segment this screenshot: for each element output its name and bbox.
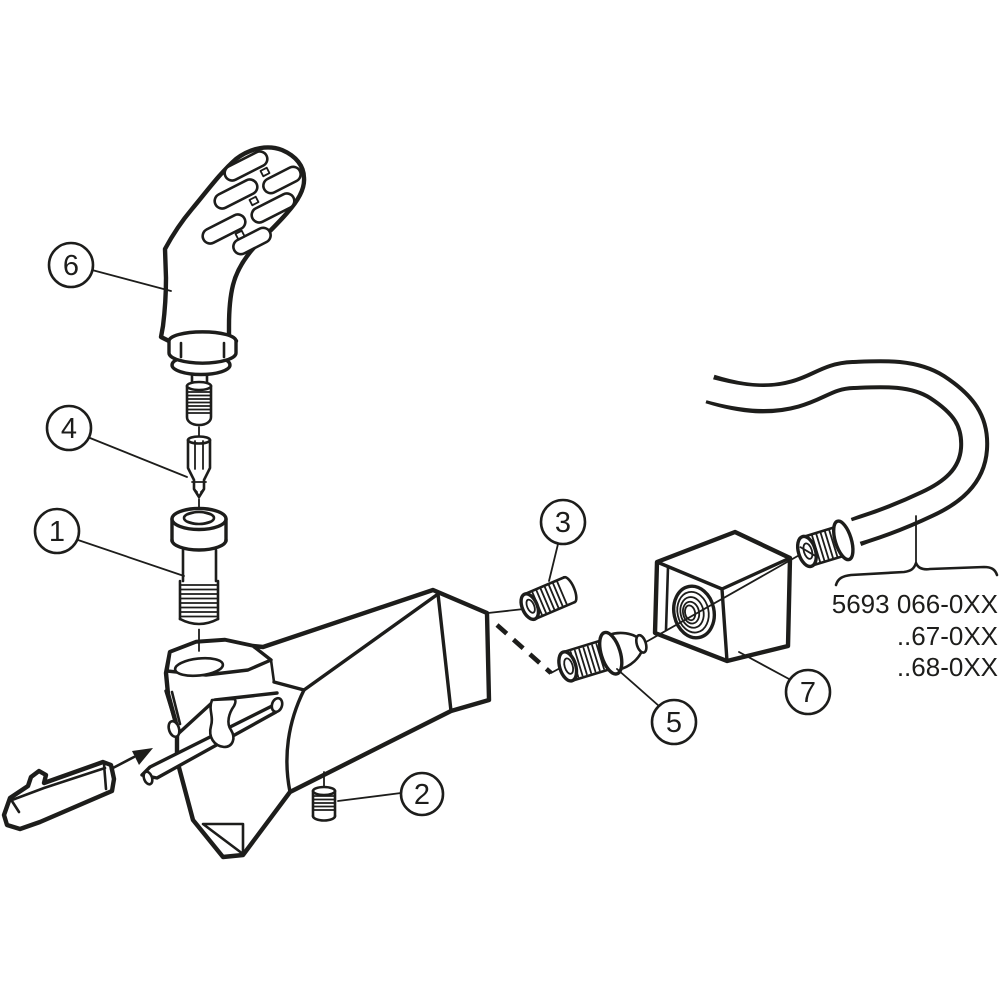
clamp-finger [208,697,237,749]
adaptor-block [652,529,793,664]
product-code-line-1: 5693 066-0XX [832,589,998,619]
callout-2-circle [399,771,445,817]
torque-handle [158,145,307,427]
hose-fitting [795,519,855,569]
coolant-nipple [557,630,648,683]
product-code-line-2: ..67-0XX [897,621,998,651]
callout-2-label: 2 [414,779,430,811]
callout-1-circle [33,507,81,555]
callout-4-label: 4 [61,413,77,445]
block-threaded-hole [672,584,716,640]
hidden-mount-line [495,623,553,675]
callout-7-circle [784,668,832,716]
tool-holder-body [140,587,492,860]
callout-5-label: 5 [666,707,682,739]
clamp-pivot-hole [167,719,181,739]
set-screw-top [519,575,578,622]
handle-grip-slots [201,150,302,256]
set-screw-bottom [311,785,337,822]
product-code-line-3: ..68-0XX [897,652,998,682]
coolant-hose [696,359,990,547]
product-codes: 5693 066-0XX ..67-0XX ..68-0XX [832,589,998,682]
callout-1-label: 1 [49,516,65,548]
callouts: 1 2 3 4 5 6 7 [33,241,832,817]
callout-5-circle [650,698,698,746]
callout-6-circle [47,241,95,289]
driver-bit [186,435,212,499]
callout-4-circle [45,404,93,452]
insert-direction-arrow [109,748,153,771]
clamp-screw [170,506,228,629]
screw3-position-line [487,608,525,614]
handle-hex-base [167,330,238,365]
callout-7-label: 7 [800,677,816,709]
callout-6-label: 6 [63,250,79,282]
assembly-axis-line [645,552,804,643]
clamp-screw-hole [173,656,225,678]
bottom-notch [201,822,245,856]
callout-3-label: 3 [555,507,571,539]
cutting-insert [1,759,117,832]
callout-3-circle [539,498,587,546]
product-code-brace [834,561,999,587]
handle-collet [185,372,213,427]
